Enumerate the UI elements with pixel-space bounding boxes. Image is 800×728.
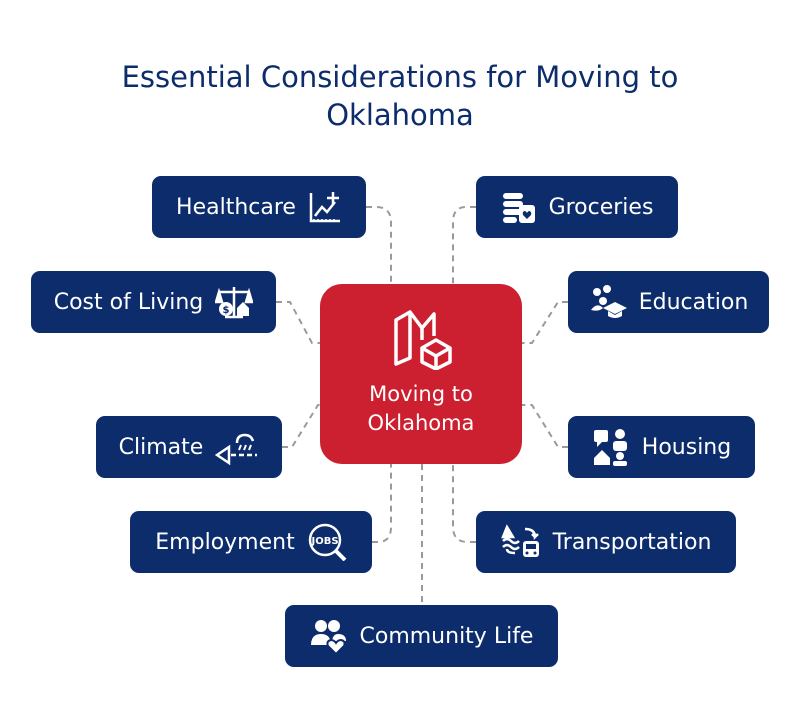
svg-text:JOBS: JOBS — [310, 536, 338, 547]
node-education[interactable]: Education — [568, 271, 769, 333]
connector-employment — [372, 464, 392, 543]
cost-of-living-label: Cost of Living — [53, 289, 204, 315]
hub-label-line-2: Oklahoma — [367, 411, 475, 435]
connector-transportation — [452, 464, 476, 543]
node-housing[interactable]: Housing — [568, 416, 755, 478]
connector-cost-of-living — [276, 301, 320, 344]
transportation-label: Transportation — [552, 529, 712, 555]
node-groceries[interactable]: Groceries — [476, 176, 678, 238]
node-healthcare[interactable]: Healthcare — [152, 176, 366, 238]
connector-healthcare — [366, 206, 392, 284]
node-cost-of-living[interactable]: Cost of Living $ — [31, 271, 276, 333]
housing-chat-icon — [593, 429, 627, 466]
connector-housing — [522, 404, 568, 448]
hub-label: Moving to Oklahoma — [320, 380, 522, 438]
node-employment[interactable]: Employment JOBS — [130, 511, 372, 573]
climate-label: Climate — [118, 434, 204, 460]
healthcare-label: Healthcare — [176, 194, 296, 220]
title-line-2: Oklahoma — [326, 98, 474, 132]
connector-climate — [282, 404, 320, 448]
housing-label: Housing — [641, 434, 732, 460]
node-transportation[interactable]: Transportation — [476, 511, 736, 573]
svg-text:$: $ — [223, 305, 230, 316]
weather-icon — [215, 433, 258, 465]
hub-label-line-1: Moving to — [369, 382, 473, 406]
node-climate[interactable]: Climate — [96, 416, 282, 478]
moving-boxes-icon — [394, 310, 452, 370]
central-hub: Moving to Oklahoma — [320, 284, 522, 464]
connector-groceries — [452, 206, 476, 284]
education-icon — [590, 285, 627, 318]
connector-education — [522, 301, 568, 344]
employment-label: Employment — [155, 529, 295, 555]
node-community-life[interactable]: Community Life — [285, 605, 558, 667]
balance-scale-icon: $ — [215, 287, 254, 319]
jobs-search-icon: JOBS — [308, 523, 347, 561]
education-label: Education — [638, 289, 749, 315]
community-people-icon — [310, 620, 346, 655]
transport-icon — [500, 524, 539, 557]
groceries-label: Groceries — [548, 194, 654, 220]
title-line-1: Essential Considerations for Moving to — [121, 60, 679, 94]
page-title: Essential Considerations for Moving to O… — [0, 58, 800, 134]
groceries-icon — [502, 193, 535, 223]
healthcare-chart-icon — [309, 192, 340, 223]
community-life-label: Community Life — [359, 623, 534, 649]
